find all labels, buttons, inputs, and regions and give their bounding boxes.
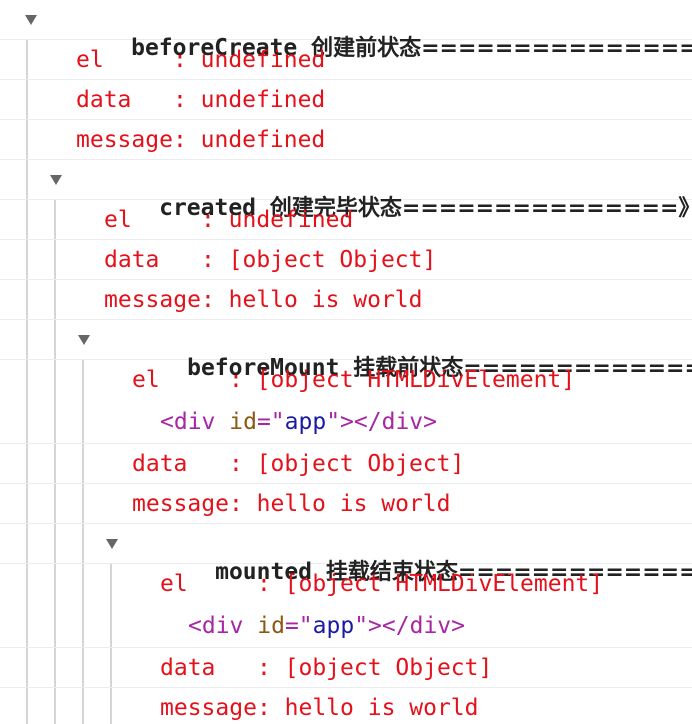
attr-close: "> [326, 409, 354, 435]
attr-name: id [229, 409, 257, 435]
log-separator: : [200, 207, 229, 233]
expand-triangle-icon[interactable] [25, 15, 37, 25]
log-separator: : [172, 127, 201, 153]
group-header-created[interactable]: created 创建完毕状态===============》 [0, 160, 692, 221]
group-guide-line [82, 360, 84, 724]
log-line: el : undefined [0, 200, 692, 240]
log-key: data [132, 451, 229, 477]
html-element-node[interactable]: <div id="app"></div> [160, 408, 437, 436]
log-separator: : [200, 287, 229, 313]
log-line: data : [object Object] [0, 444, 692, 484]
group-label: 创建前状态===============》 [311, 36, 692, 61]
group-label: 创建完毕状态===============》 [269, 196, 692, 221]
open-tag: <div [188, 613, 244, 639]
group-name: created [159, 195, 257, 221]
close-tag: </div> [353, 409, 437, 435]
group-header-before-create[interactable]: beforeCreate 创建前状态===============》 [0, 0, 692, 61]
group-label: 挂载前状态===============》 [353, 356, 692, 381]
log-value: undefined [228, 207, 354, 233]
log-value: undefined [200, 127, 326, 153]
attr-name: id [257, 613, 285, 639]
log-value: hello is world [256, 491, 451, 517]
log-separator: : [172, 47, 201, 73]
log-separator: : [256, 695, 285, 721]
log-line-element: el : [object HTMLDivElement] <div id="ap… [0, 564, 692, 648]
log-value[interactable]: [object Object] [256, 451, 465, 477]
log-separator: : [172, 87, 201, 113]
log-line: data : [object Object] [0, 240, 692, 280]
open-tag: <div [160, 409, 216, 435]
expand-triangle-icon[interactable] [106, 539, 118, 549]
log-value: hello is world [228, 287, 423, 313]
log-key: el [76, 47, 173, 73]
log-line: message: hello is world [0, 688, 692, 724]
log-line: message: hello is world [0, 280, 692, 320]
log-key: data [76, 87, 173, 113]
log-separator: : [200, 247, 229, 273]
log-value: undefined [200, 47, 326, 73]
log-key: el [132, 367, 229, 393]
log-separator: : [228, 367, 257, 393]
group-guide-line [26, 40, 28, 724]
group-name: mounted [215, 559, 313, 585]
log-key: message [104, 287, 201, 313]
log-key: message [132, 491, 229, 517]
log-key: message [160, 695, 257, 721]
attr-value: app [284, 409, 327, 435]
attr-close: "> [354, 613, 382, 639]
log-separator: : [228, 491, 257, 517]
log-line-element: el : [object HTMLDivElement] <div id="ap… [0, 360, 692, 444]
attr-equals: =" [284, 613, 313, 639]
log-separator: : [228, 451, 257, 477]
log-value[interactable]: [object Object] [228, 247, 437, 273]
log-key: el [104, 207, 201, 233]
log-key: data [160, 655, 257, 681]
expand-triangle-icon[interactable] [78, 335, 90, 345]
log-key: data [104, 247, 201, 273]
log-separator: : [256, 655, 285, 681]
group-guide-line [54, 200, 56, 724]
log-key: el [160, 571, 257, 597]
group-name: beforeMount [187, 355, 340, 381]
log-line: data : [object Object] [0, 648, 692, 688]
log-value: [object HTMLDivElement] [284, 571, 604, 597]
log-value[interactable]: [object Object] [284, 655, 493, 681]
expand-triangle-icon[interactable] [50, 175, 62, 185]
log-line: message: hello is world [0, 484, 692, 524]
attr-equals: =" [256, 409, 285, 435]
log-value: [object HTMLDivElement] [256, 367, 576, 393]
group-guide-line [110, 564, 112, 724]
log-key: message [76, 127, 173, 153]
close-tag: </div> [381, 613, 465, 639]
log-value: hello is world [284, 695, 479, 721]
log-line: data : undefined [0, 80, 692, 120]
log-value: undefined [200, 87, 326, 113]
group-header-before-mount[interactable]: beforeMount 挂载前状态===============》 [0, 320, 692, 381]
log-line: message: undefined [0, 120, 692, 160]
log-separator: : [256, 571, 285, 597]
log-line: el : undefined [0, 40, 692, 80]
group-name: beforeCreate [131, 35, 298, 61]
group-header-mounted[interactable]: mounted 挂载结束状态===============》 [0, 524, 692, 585]
attr-value: app [312, 613, 355, 639]
html-element-node[interactable]: <div id="app"></div> [188, 612, 465, 640]
group-label: 挂载结束状态===============》 [325, 560, 692, 585]
